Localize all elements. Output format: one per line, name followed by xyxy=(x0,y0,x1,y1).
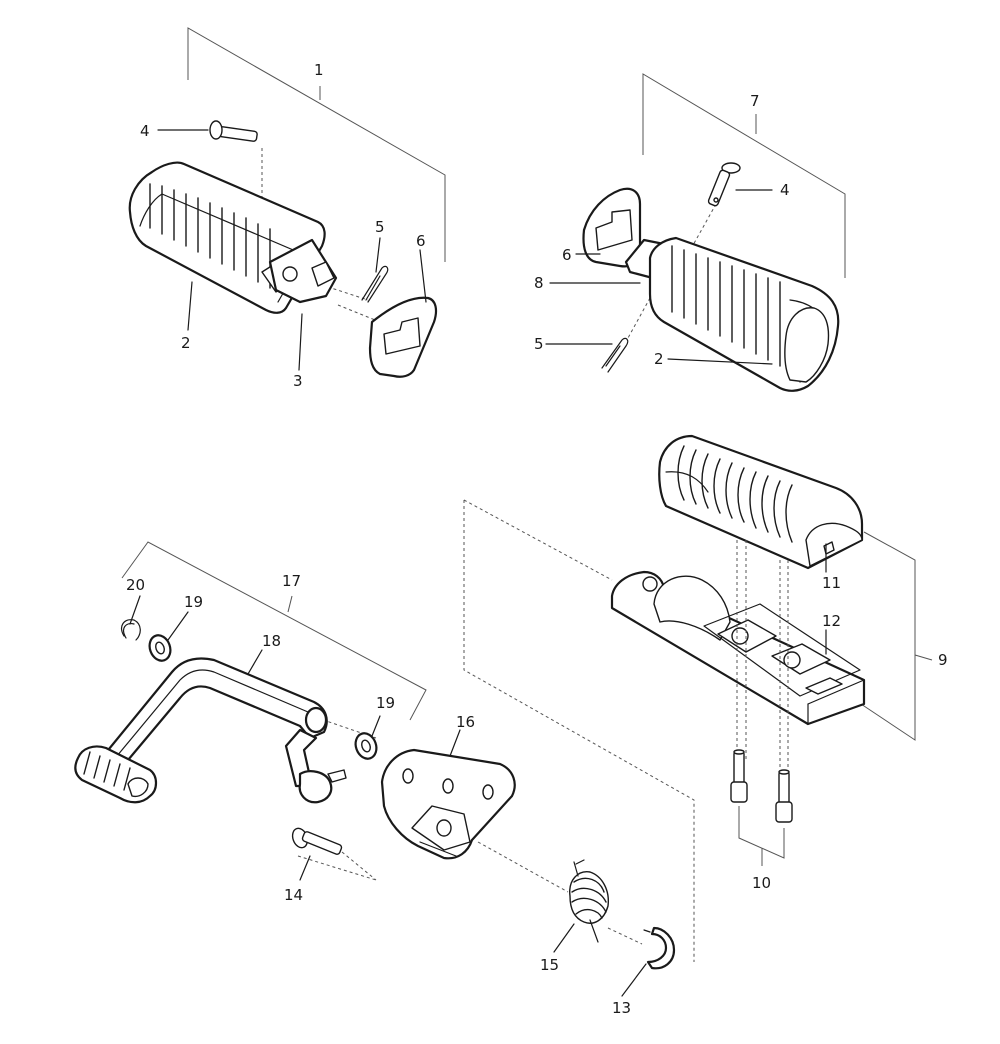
pivot-bracket-part-16 xyxy=(380,748,516,860)
return-spring-part-15 xyxy=(569,859,609,943)
callout-2-left: 2 xyxy=(181,334,191,352)
callout-14: 14 xyxy=(284,886,303,904)
bolt-part-10-b xyxy=(775,769,793,823)
callout-5-left: 5 xyxy=(375,218,385,236)
callout-10: 10 xyxy=(752,874,771,892)
callout-9: 9 xyxy=(938,651,948,669)
callout-4-right: 4 xyxy=(780,181,790,199)
cover-plate-part-6-left xyxy=(368,296,438,378)
bracket-9 xyxy=(857,531,916,741)
bracket-1 xyxy=(187,27,446,262)
brake-pedal-arm-part-18 xyxy=(98,657,347,804)
pin-part-4-left xyxy=(209,120,258,142)
callout-17: 17 xyxy=(282,572,301,590)
assembly-17-brake-pedal: 20 17 19 18 19 16 14 15 13 xyxy=(74,541,676,1017)
assembly-7-right-footpeg: 7 4 6 8 5 2 xyxy=(534,73,846,392)
callout-11: 11 xyxy=(822,574,841,592)
washer-part-19-left xyxy=(148,634,172,662)
callout-6-left: 6 xyxy=(416,232,426,250)
cotter-pin-part-5-right xyxy=(601,337,629,373)
pin-part-4-right xyxy=(707,162,741,207)
callout-19-right: 19 xyxy=(376,694,395,712)
cover-plate-part-6-right xyxy=(582,187,642,268)
callout-8: 8 xyxy=(534,274,544,292)
callout-12: 12 xyxy=(822,612,841,630)
circlip-part-20 xyxy=(121,619,141,641)
callout-6-right: 6 xyxy=(562,246,572,264)
bracket-17 xyxy=(121,541,427,721)
callout-19-left: 19 xyxy=(184,593,203,611)
assembly-1-left-footpeg: 1 4 5 6 2 3 xyxy=(128,27,446,390)
bolt-part-10-a xyxy=(730,749,748,803)
callout-3: 3 xyxy=(293,372,303,390)
callout-7: 7 xyxy=(750,92,760,110)
callout-1: 1 xyxy=(314,61,324,79)
callout-15: 15 xyxy=(540,956,559,974)
rubber-pad-part-11 xyxy=(658,434,864,570)
assembly-9-passenger-peg: 11 12 9 10 xyxy=(463,434,948,962)
bracket-plate-part-3 xyxy=(268,238,338,304)
cotter-pin-part-5-left xyxy=(361,265,389,303)
callout-13: 13 xyxy=(612,999,631,1017)
callout-4-left: 4 xyxy=(140,122,150,140)
callout-5-right: 5 xyxy=(534,335,544,353)
e-clip-part-13 xyxy=(643,926,676,970)
peg-holder-part-12 xyxy=(610,570,866,726)
callout-16: 16 xyxy=(456,713,475,731)
callout-20: 20 xyxy=(126,576,145,594)
pin-part-14 xyxy=(291,827,343,855)
pedal-rubber xyxy=(74,745,158,804)
washer-part-19-right xyxy=(354,732,378,760)
callout-2-right: 2 xyxy=(654,350,664,368)
rubber-footpeg-part-2-right xyxy=(648,236,840,392)
callout-18: 18 xyxy=(262,632,281,650)
bracket-7 xyxy=(642,73,846,278)
